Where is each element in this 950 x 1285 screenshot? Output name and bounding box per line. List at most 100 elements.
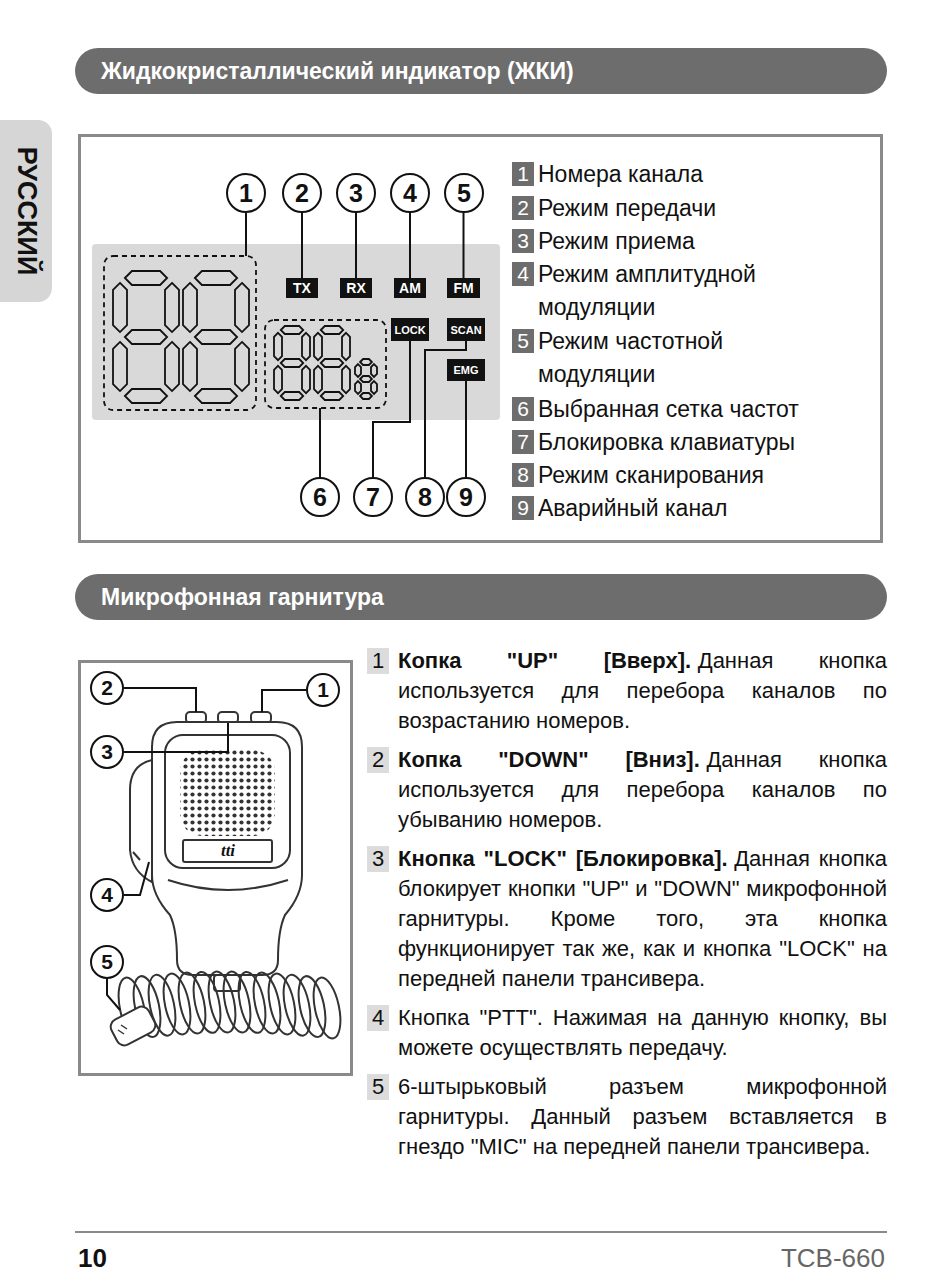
lcd-segment xyxy=(355,381,361,394)
node-text: 5 xyxy=(101,950,113,974)
node-text: SCAN xyxy=(450,324,481,336)
item-description: Режим сканирования xyxy=(538,459,843,492)
item-paragraph: Кнопка "PTT". Нажимая на данную кнопку, … xyxy=(398,1003,887,1063)
node-text: EMG xyxy=(453,364,478,376)
legend-item: 2Режим передачи xyxy=(512,192,843,225)
item-description: Режим частотной модуляции xyxy=(538,325,843,391)
lcd-segment xyxy=(195,271,237,285)
leader-line xyxy=(245,213,247,256)
item-paragraph: Копка "UP" [Вверх].Данная кнопка использ… xyxy=(398,646,887,736)
callout-number: 3 xyxy=(512,229,534,253)
lcd-segment xyxy=(274,366,282,393)
leader-line xyxy=(301,213,303,278)
leader-line xyxy=(465,381,467,477)
leader-lines xyxy=(107,688,306,1010)
lcd-segment xyxy=(125,389,167,403)
callout-number: 9 xyxy=(512,496,534,520)
cord-loop xyxy=(189,970,225,1036)
lcd-segment xyxy=(235,283,249,332)
callout-number: 5 xyxy=(512,329,534,353)
callout-number: 1 xyxy=(367,648,389,674)
node-text: 4 xyxy=(403,179,417,208)
lcd-icon: SCAN xyxy=(447,318,485,341)
lcd-segment xyxy=(165,283,179,332)
leader-line xyxy=(355,213,357,278)
lcd-segment xyxy=(360,376,372,382)
cord-loop xyxy=(204,969,240,1035)
lcd-segment xyxy=(274,333,282,360)
lcd-segment xyxy=(195,330,237,344)
callout-number: 7 xyxy=(512,430,534,454)
item-title: Копка "UP" [Вверх]. xyxy=(398,648,691,673)
item-description: Номера канала xyxy=(538,158,843,191)
lcd-segment xyxy=(125,271,167,285)
lcd-panel xyxy=(92,244,500,420)
cord-loop xyxy=(249,970,285,1036)
lcd-segment xyxy=(281,392,303,400)
item-description: Режим передачи xyxy=(538,192,843,225)
node-text: 5 xyxy=(457,179,471,208)
lcd-segment xyxy=(281,326,303,334)
lcd-icon: FM xyxy=(447,278,480,298)
lcd-icon: AM xyxy=(394,278,426,298)
lcd-segment xyxy=(113,342,127,391)
lcd-segment xyxy=(183,342,197,391)
callout-number: 1 xyxy=(306,673,340,707)
lcd-segment xyxy=(371,381,377,394)
lcd-icon: EMG xyxy=(447,359,485,381)
button-list: 1 Копка "UP" [Вверх].Данная кнопка исполь… xyxy=(367,646,887,1171)
mic-frame xyxy=(80,662,352,1075)
node-text: 3 xyxy=(101,740,113,764)
item-description: 6-штырьковый разъем микрофонной гарнитур… xyxy=(398,1074,887,1159)
node-text: TX xyxy=(293,280,311,296)
node-text: RX xyxy=(346,280,365,296)
legend-item: 3Режим приема xyxy=(512,225,843,258)
node-text: 1 xyxy=(239,179,253,208)
list-item: 3Кнопка "LOCK" [Блокировка].Данная кнопк… xyxy=(367,844,887,994)
list-item: 56-штырьковый разъем микрофонной гарниту… xyxy=(367,1072,887,1162)
band-digits-area xyxy=(265,320,386,408)
callout-number: 2 xyxy=(367,747,389,773)
callout-number: 8 xyxy=(405,477,445,517)
cord-loop xyxy=(234,970,270,1036)
cord-loop xyxy=(294,974,330,1040)
lcd-segment xyxy=(321,326,343,334)
legend-item: 4Режим амплитудной модуляции xyxy=(512,258,843,324)
item-paragraph: Копка "DOWN" [Вниз].Данная кнопка исполь… xyxy=(398,745,887,835)
node-text: Микрофонная гарнитура xyxy=(101,584,384,611)
lcd-segment xyxy=(371,364,377,377)
callout-number: 3 xyxy=(336,173,376,213)
leader-line xyxy=(463,213,465,278)
mic-connector xyxy=(108,1004,158,1048)
section-header: Жидкокристаллический индикатор (ЖКИ) xyxy=(75,48,887,94)
cord-loop xyxy=(219,969,255,1035)
lcd-segment xyxy=(342,366,350,393)
lcd-icon: TX xyxy=(286,278,318,298)
leader-line xyxy=(409,213,411,278)
item-description: Режим амплитудной модуляции xyxy=(538,258,843,324)
model-name: TCB-660 xyxy=(781,1243,885,1274)
item-description: Блокировка клавиатуры xyxy=(538,426,843,459)
callout-number: 3 xyxy=(90,735,124,769)
node-text: AM xyxy=(399,280,421,296)
page-number: 10 xyxy=(78,1243,107,1274)
lcd-segment xyxy=(302,333,310,360)
legend-item: 7Блокировка клавиатуры xyxy=(512,426,843,459)
language-tab: РУССКИЙ xyxy=(0,120,52,302)
callout-number: 1 xyxy=(226,173,266,213)
list-item: 4Кнопка "PTT". Нажимая на данную кнопку,… xyxy=(367,1003,887,1063)
lcd-segment xyxy=(113,283,127,332)
lcd-icon: LOCK xyxy=(391,318,429,341)
lcd-segment xyxy=(314,366,322,393)
item-description: Выбранная сетка частот xyxy=(538,393,843,426)
lcd-segment xyxy=(183,283,197,332)
footer-rule xyxy=(75,1231,887,1233)
callout-number: 5 xyxy=(444,173,484,213)
item-paragraph: Кнопка "LOCK" [Блокировка].Данная кнопка… xyxy=(398,844,887,994)
list-item: 1 Копка "UP" [Вверх].Данная кнопка исполь… xyxy=(367,646,887,736)
legend-item: 6Выбранная сетка частот xyxy=(512,393,843,426)
segment-digits xyxy=(113,271,377,403)
callout-number: 1 xyxy=(512,162,534,186)
callout-number: 4 xyxy=(390,173,430,213)
lcd-segment xyxy=(195,389,237,403)
